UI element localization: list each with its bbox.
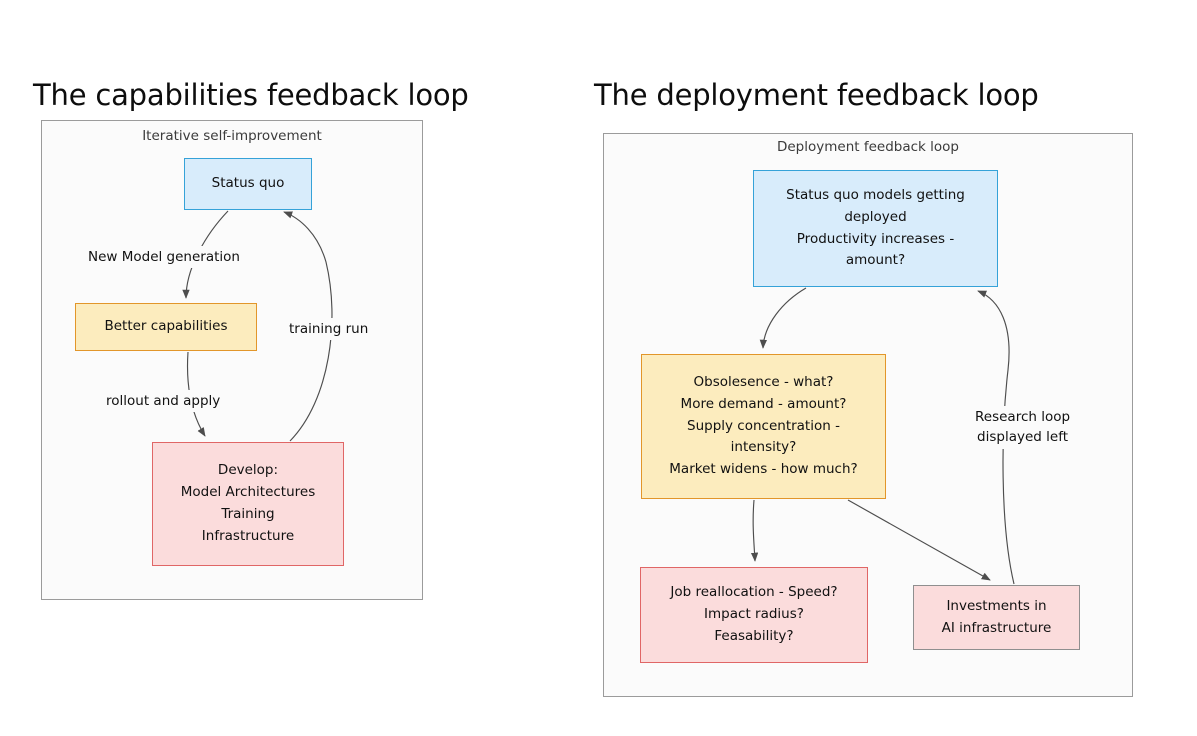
node-obsolescence-label: Obsolesence - what? More demand - amount…: [669, 373, 858, 478]
node-investments-in-ai-infrastructure[interactable]: Investments in AI infrastructure: [913, 585, 1080, 650]
node-obsolescence[interactable]: Obsolesence - what? More demand - amount…: [641, 354, 886, 499]
right-diagram-title: The deployment feedback loop: [594, 78, 1039, 112]
edge-label-rollout-and-apply: rollout and apply: [103, 390, 224, 413]
node-better-capabilities[interactable]: Better capabilities: [75, 303, 257, 351]
edge-label-new-model-generation: New Model generation: [85, 246, 243, 269]
node-better-capabilities-label: Better capabilities: [104, 318, 228, 335]
node-develop-label: Develop: Model Architectures Training In…: [180, 462, 316, 544]
node-job-reallocation[interactable]: Job reallocation - Speed? Impact radius?…: [640, 567, 868, 663]
node-job-reallocation-label: Job reallocation - Speed? Impact radius?…: [670, 584, 838, 644]
node-investments-label: Investments in AI infrastructure: [941, 597, 1052, 636]
node-status-quo-models-label: Status quo models getting deployed Produ…: [786, 186, 965, 269]
left-diagram-frame-label: Iterative self-improvement: [142, 128, 322, 144]
right-diagram-frame-label: Deployment feedback loop: [776, 139, 959, 155]
edge-label-training-run: training run: [286, 318, 372, 341]
node-develop[interactable]: Develop: Model Architectures Training In…: [152, 442, 344, 566]
node-status-quo-label: Status quo: [211, 175, 285, 192]
left-diagram-title: The capabilities feedback loop: [33, 78, 469, 112]
node-status-quo-models[interactable]: Status quo models getting deployed Produ…: [753, 170, 998, 287]
edge-label-research-loop-displayed-left: Research loop displayed left: [972, 406, 1074, 449]
node-status-quo[interactable]: Status quo: [184, 158, 312, 210]
